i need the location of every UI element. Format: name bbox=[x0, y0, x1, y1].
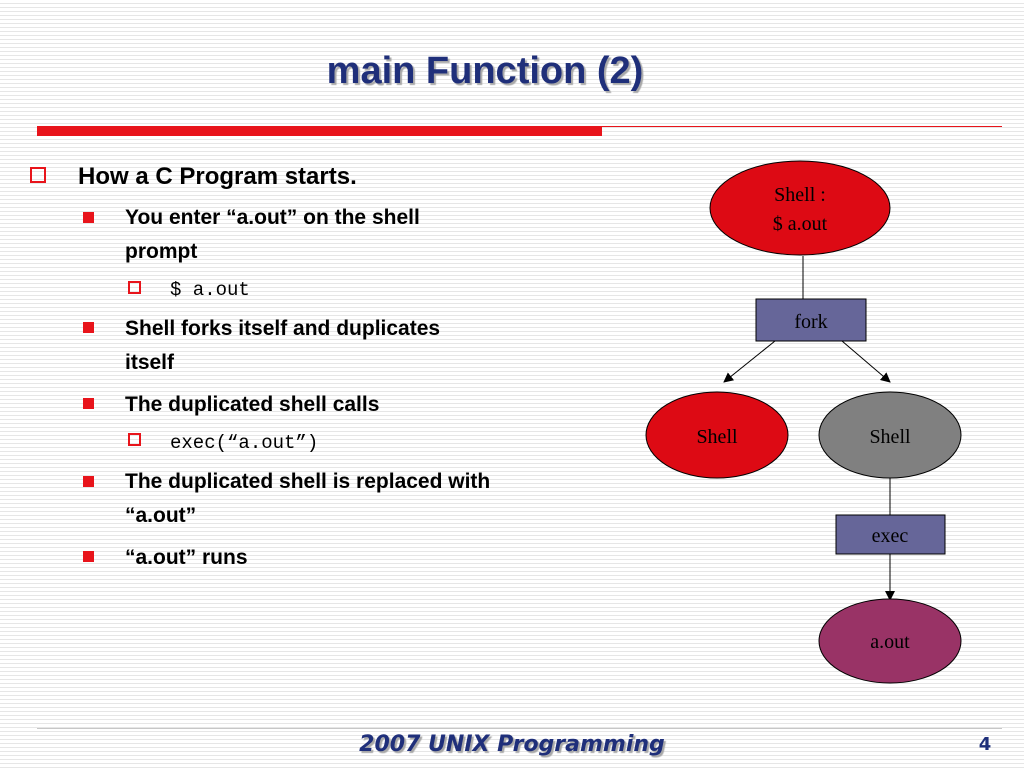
bullet-l2: You enter “a.out” on the shell bbox=[125, 206, 420, 229]
solid-square-bullet-icon bbox=[83, 476, 94, 487]
solid-square-bullet-icon bbox=[83, 398, 94, 409]
shell-top-label-2: $ a.out bbox=[773, 213, 828, 235]
title-underline-thin bbox=[602, 126, 1002, 127]
aout-label: a.out bbox=[870, 631, 910, 653]
hollow-square-bullet-icon bbox=[128, 281, 141, 294]
bullet-l2: “a.out” runs bbox=[125, 546, 248, 569]
solid-square-bullet-icon bbox=[83, 212, 94, 223]
shell-right-node bbox=[818, 391, 962, 479]
hollow-square-bullet-icon bbox=[30, 167, 46, 183]
shell-top-label-1: Shell : bbox=[774, 184, 826, 206]
bullet-l2-cont: prompt bbox=[125, 240, 198, 263]
bullet-l2: The duplicated shell is replaced with bbox=[125, 470, 491, 493]
hollow-square-bullet-icon bbox=[128, 433, 141, 446]
solid-square-bullet-icon bbox=[83, 551, 94, 562]
bullet-l1: How a C Program starts. bbox=[78, 163, 357, 190]
shell-left-label: Shell bbox=[696, 426, 738, 448]
fork-label: fork bbox=[794, 311, 827, 333]
bullet-l2: The duplicated shell calls bbox=[125, 393, 380, 416]
bullet-l3-code: exec(“a.out”) bbox=[170, 432, 319, 454]
exec-label: exec bbox=[872, 525, 909, 547]
bullet-l3-code: $ a.out bbox=[170, 279, 250, 301]
bullet-l2-cont: “a.out” bbox=[125, 504, 197, 527]
bullet-list: How a C Program starts. You enter “a.out… bbox=[0, 0, 640, 600]
shell-left-node bbox=[645, 391, 789, 479]
footer-rule bbox=[37, 728, 1002, 729]
exec-box bbox=[835, 514, 946, 555]
fork-arrow-right bbox=[841, 340, 891, 383]
aout-node bbox=[818, 598, 962, 684]
fork-box bbox=[755, 298, 867, 342]
footer-text: 2007 UNIX Programming bbox=[359, 732, 665, 757]
shell-top-node bbox=[709, 160, 891, 256]
page-number: 4 bbox=[978, 734, 992, 755]
title-underline-thick bbox=[37, 126, 602, 136]
slide-title: main Function (2) bbox=[326, 50, 644, 92]
fork-arrow-left bbox=[723, 340, 776, 383]
solid-square-bullet-icon bbox=[83, 322, 94, 333]
bullet-l2-cont: itself bbox=[125, 351, 175, 374]
bullet-l2: Shell forks itself and duplicates bbox=[125, 317, 441, 340]
shell-right-label: Shell bbox=[869, 426, 911, 448]
